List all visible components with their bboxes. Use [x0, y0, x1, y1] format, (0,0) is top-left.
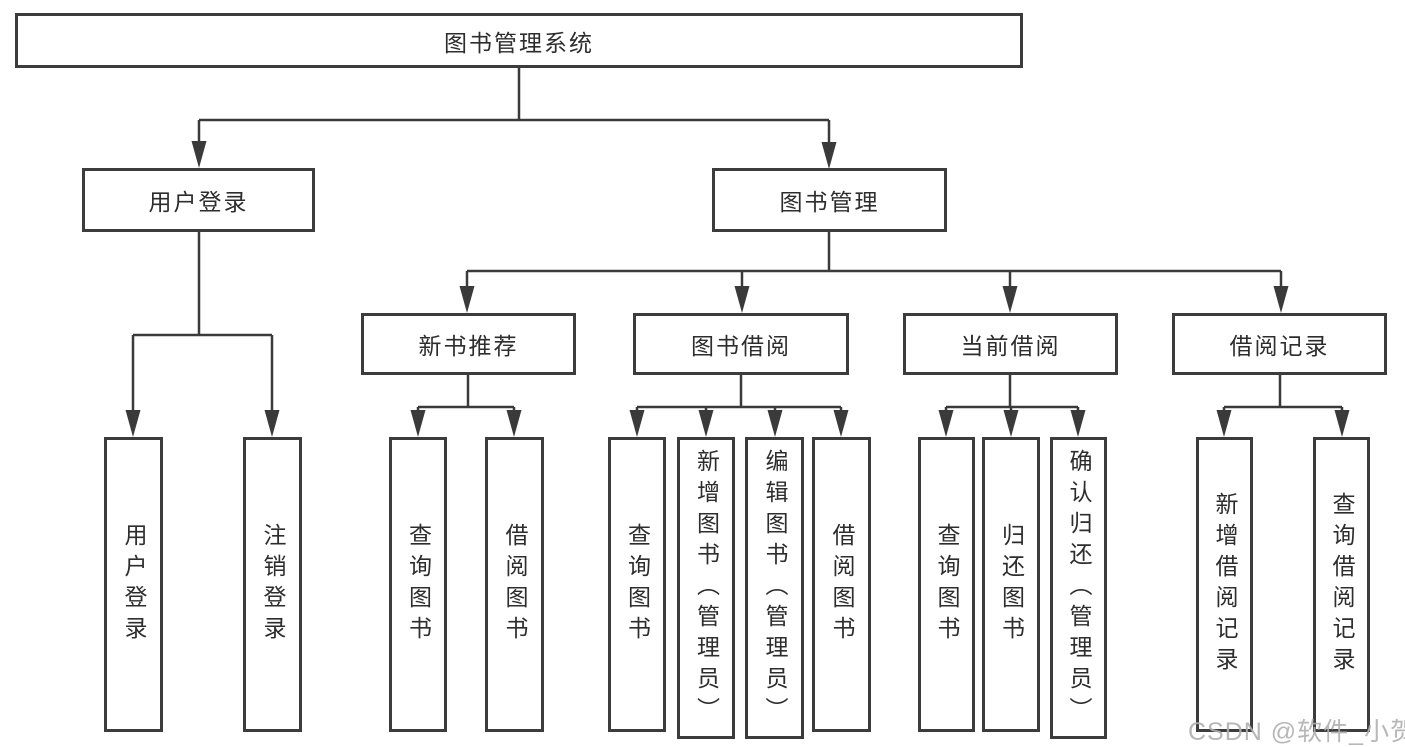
node-label: 当前借阅	[960, 333, 1061, 359]
node-label: 新增图书（管理员）	[693, 448, 720, 728]
csdn-watermark: CSDN @软件_小贺同学	[1188, 718, 1405, 746]
node-book-borrowing: 图书借阅	[633, 313, 849, 375]
node-label: 图书管理	[779, 189, 880, 215]
leaf-query-borrow-record: 查询借阅记录	[1313, 437, 1370, 732]
leaf-add-book-admin: 新增图书（管理员）	[677, 437, 735, 739]
node-label: 用户登录	[121, 522, 147, 647]
node-label: 编辑图书（管理员）	[762, 448, 788, 728]
leaf-borrow-books-recommend: 借阅图书	[485, 437, 544, 732]
leaf-return-books: 归还图书	[982, 437, 1040, 732]
node-label: 图书借阅	[691, 333, 791, 359]
leaf-query-books-recommend: 查询图书	[389, 437, 447, 732]
node-label: 借阅记录	[1229, 333, 1330, 359]
node-label: 新书推荐	[418, 333, 519, 359]
leaf-add-borrow-record: 新增借阅记录	[1196, 437, 1253, 732]
leaf-logout: 注销登录	[243, 437, 302, 732]
leaf-borrow-books: 借阅图书	[812, 437, 871, 732]
node-label: 查询图书	[624, 522, 651, 647]
node-label: 借阅图书	[829, 522, 855, 647]
node-label: 用户登录	[148, 189, 249, 215]
leaf-query-books-current: 查询图书	[918, 437, 975, 732]
node-label: 查询图书	[405, 522, 432, 647]
leaf-confirm-return-admin: 确认归还（管理员）	[1050, 437, 1107, 739]
leaf-user-login: 用户登录	[104, 437, 163, 732]
node-borrowing-records: 借阅记录	[1172, 313, 1387, 375]
node-label: 查询图书	[934, 522, 960, 647]
node-current-borrowing: 当前借阅	[903, 313, 1118, 375]
node-label: 图书管理系统	[444, 29, 594, 56]
leaf-edit-book-admin: 编辑图书（管理员）	[745, 437, 804, 739]
node-library-management-system: 图书管理系统	[15, 13, 1023, 68]
node-label: 新增借阅记录	[1212, 491, 1238, 678]
node-book-management: 图书管理	[712, 168, 947, 232]
leaf-query-books-borrowing: 查询图书	[608, 437, 666, 732]
node-label: 确认归还（管理员）	[1066, 448, 1092, 728]
node-label: 注销登录	[260, 522, 286, 647]
node-label: 借阅图书	[502, 522, 528, 647]
node-user-login: 用户登录	[82, 168, 315, 232]
node-label: 归还图书	[998, 522, 1025, 647]
node-label: 查询借阅记录	[1329, 491, 1355, 678]
node-new-book-recommendation: 新书推荐	[361, 313, 576, 375]
